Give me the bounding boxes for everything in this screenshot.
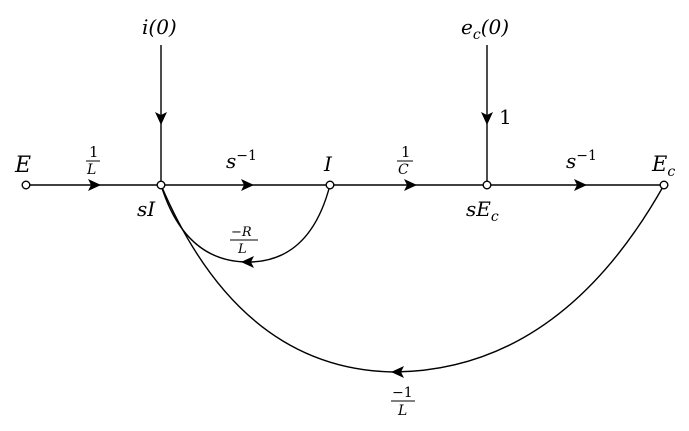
label-input-ec0: ec(0) bbox=[461, 15, 509, 43]
label-node-E: E bbox=[14, 153, 31, 178]
label-node-sI: sI bbox=[137, 197, 156, 221]
label-input-ec0-main: e bbox=[461, 15, 473, 39]
node-I bbox=[325, 180, 335, 190]
node-E bbox=[21, 180, 31, 190]
gain-s-inverse-2-exp: −1 bbox=[576, 148, 597, 164]
node-sI bbox=[156, 180, 166, 190]
svg-text:L: L bbox=[397, 403, 407, 419]
arrowhead-feedback-1 bbox=[391, 366, 404, 378]
svg-text:C: C bbox=[398, 162, 409, 178]
label-input-i0: i(0) bbox=[142, 15, 177, 39]
label-node-Ec-main: E bbox=[651, 152, 667, 176]
label-input-ec0-sub: c bbox=[473, 27, 481, 43]
gain-s-inverse-1-base: s bbox=[226, 149, 236, 173]
edge-Ec-to-sI-feedback bbox=[160, 184, 665, 373]
gain-s-inverse-2: s−1 bbox=[566, 148, 597, 173]
gain-one-over-L: 1 L bbox=[86, 143, 100, 178]
svg-text:−R: −R bbox=[231, 225, 252, 240]
svg-text:1: 1 bbox=[89, 143, 99, 161]
arrowhead-I-sEc bbox=[404, 179, 417, 191]
svg-text:L: L bbox=[237, 242, 247, 257]
svg-text:1: 1 bbox=[401, 143, 411, 161]
label-node-Ec: Ec bbox=[651, 152, 675, 180]
gain-minus-R-over-L: −R L bbox=[230, 225, 258, 257]
gain-one-over-C: 1 C bbox=[397, 143, 413, 178]
gain-minus-1-over-L: −1 L bbox=[391, 385, 415, 419]
arrowhead-feedback-R bbox=[241, 256, 254, 268]
label-node-sEc-sub: c bbox=[491, 209, 499, 225]
gain-unity: 1 bbox=[499, 105, 512, 129]
gain-s-inverse-1: s−1 bbox=[226, 148, 257, 173]
arrowhead-sEc-Ec bbox=[574, 179, 587, 191]
label-node-sEc-main: sE bbox=[466, 197, 491, 221]
arrowhead-E-sI bbox=[88, 179, 101, 191]
node-Ec bbox=[659, 180, 669, 190]
svg-text:−1: −1 bbox=[392, 385, 413, 401]
svg-text:L: L bbox=[86, 162, 96, 178]
node-sEc bbox=[482, 180, 492, 190]
arrowhead-ec0-down bbox=[481, 112, 493, 125]
arrowhead-i0-down bbox=[155, 112, 167, 125]
gain-s-inverse-2-base: s bbox=[566, 149, 576, 173]
gain-s-inverse-1-exp: −1 bbox=[236, 148, 257, 164]
arrowhead-sI-I bbox=[241, 179, 254, 191]
label-node-Ec-sub: c bbox=[667, 164, 675, 180]
label-node-sEc: sEc bbox=[466, 197, 499, 225]
label-input-ec0-arg: (0) bbox=[481, 15, 509, 39]
label-node-I: I bbox=[323, 152, 333, 176]
